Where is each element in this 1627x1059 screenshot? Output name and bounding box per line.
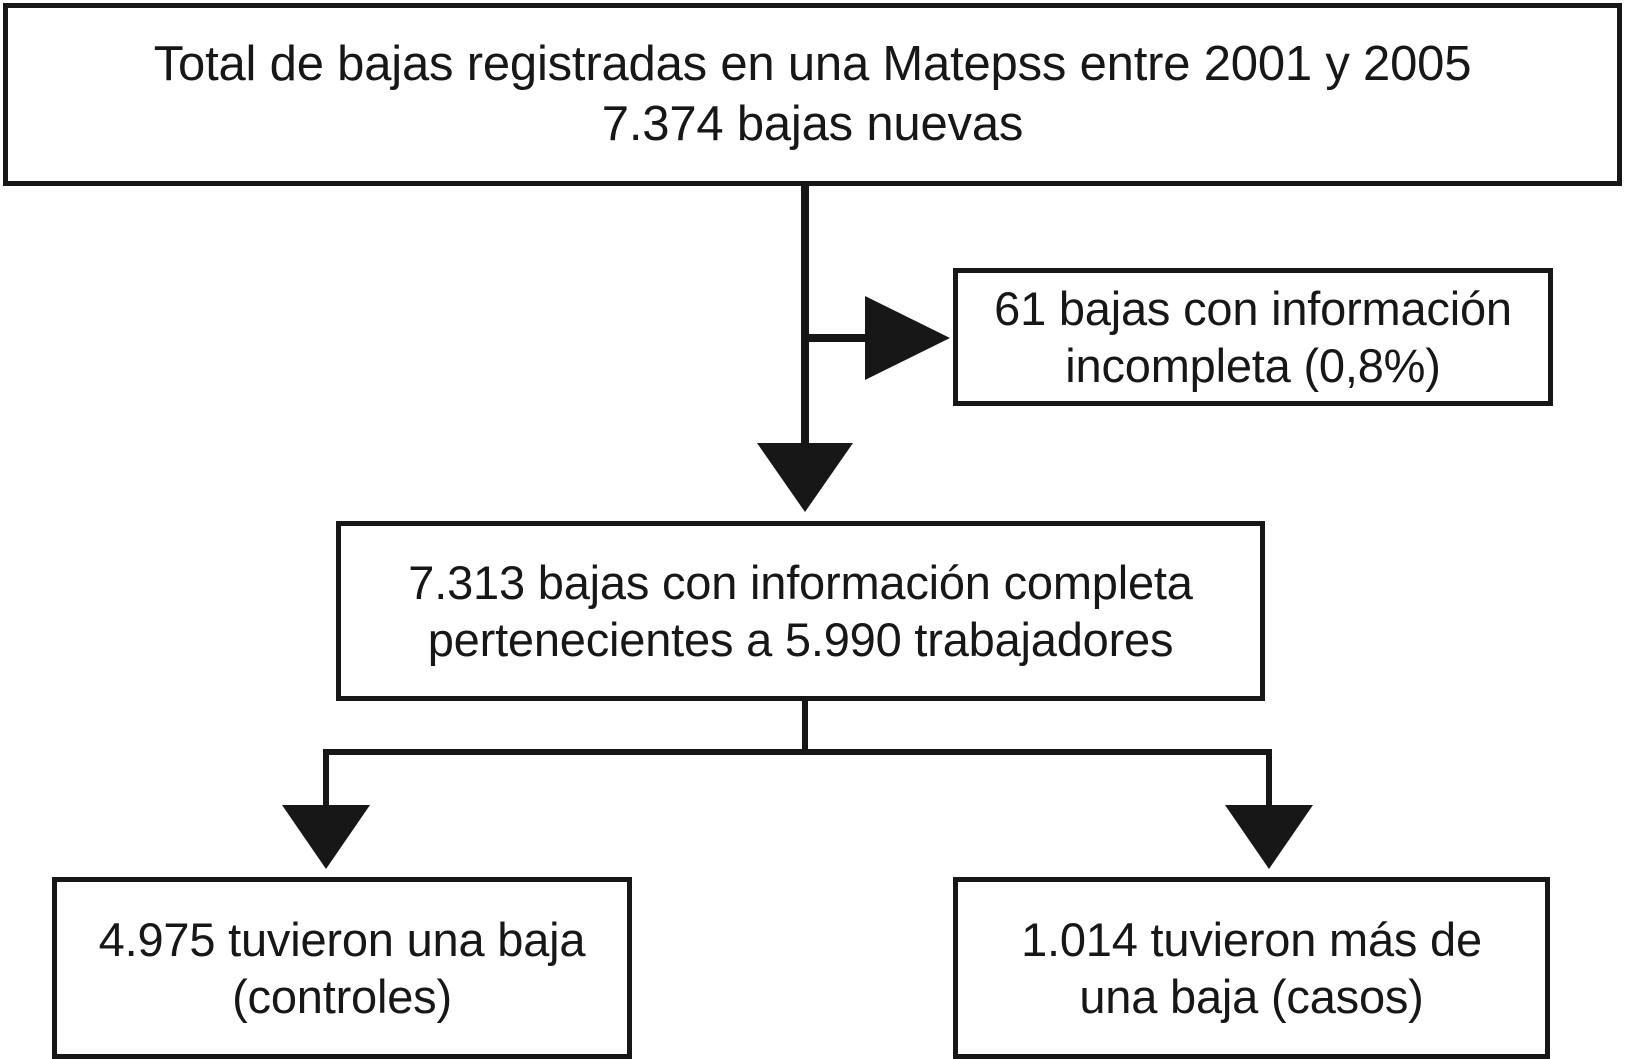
bajas-incompletas-box: 61 bajas con información incompleta (0,8… bbox=[953, 268, 1553, 406]
bajas-incompletas-text: 61 bajas con información incompleta (0,8… bbox=[994, 281, 1512, 392]
total-to-incomplete-arrow bbox=[805, 296, 950, 380]
bajas-completas-text: 7.313 bajas con información completa per… bbox=[408, 555, 1193, 666]
complete-split-connector bbox=[282, 701, 1313, 869]
casos-box: 1.014 tuvieron más de una baja (casos) bbox=[953, 877, 1550, 1059]
controles-box: 4.975 tuvieron una baja (controles) bbox=[52, 877, 632, 1059]
bajas-completas-box: 7.313 bajas con información completa per… bbox=[336, 521, 1265, 701]
controls-arrowhead bbox=[282, 805, 370, 869]
total-bajas-text: Total de bajas registradas en una Mateps… bbox=[153, 36, 1472, 151]
casos-text: 1.014 tuvieron más de una baja (casos) bbox=[1021, 912, 1482, 1023]
cases-arrowhead bbox=[1225, 805, 1313, 869]
controles-text: 4.975 tuvieron una baja (controles) bbox=[98, 912, 586, 1023]
total-bajas-box: Total de bajas registradas en una Mateps… bbox=[3, 3, 1622, 186]
total-to-complete-arrow bbox=[757, 186, 853, 512]
